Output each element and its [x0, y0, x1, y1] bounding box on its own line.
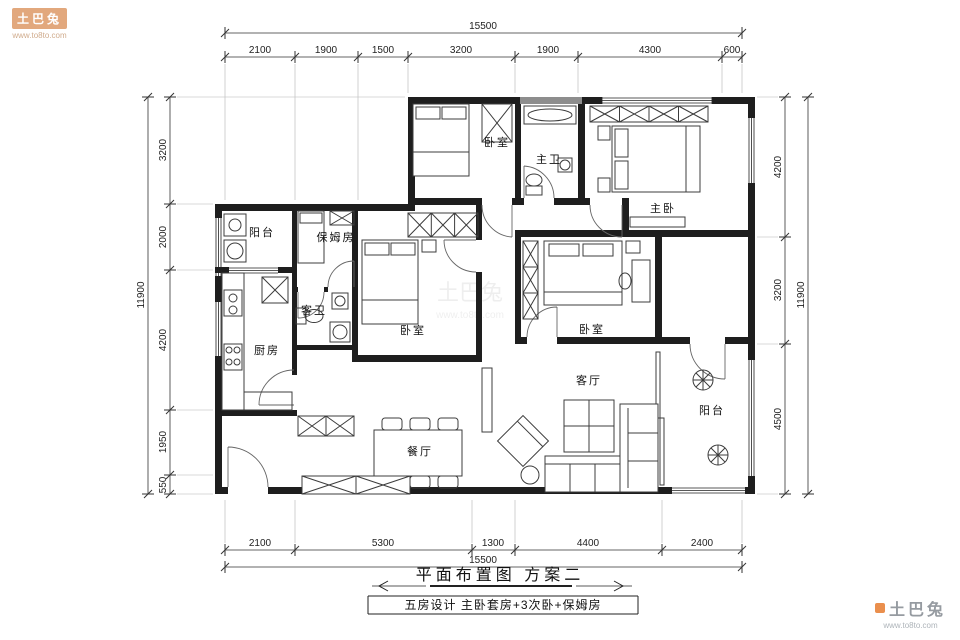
center-watermark: 土巴兔 www.to8to.com [435, 280, 504, 321]
dim-bottom-1: 5300 [372, 538, 395, 549]
dim-left-3: 1950 [158, 430, 169, 453]
room-label-dining: 餐厅 [407, 444, 433, 458]
furniture-kitchen [221, 272, 293, 411]
furniture-master-bath [523, 105, 577, 196]
to8to-logo-top-left: 土巴兔 www.to8to.com [12, 8, 68, 40]
dimensions-left: 11900 3200 2000 4200 1950 550 [136, 92, 177, 499]
room-label-living: 客厅 [576, 373, 602, 387]
dim-left-2: 4200 [158, 328, 169, 351]
dim-top-6: 600 [724, 45, 741, 56]
dimensions-bottom: 2100 5300 1300 4400 2400 15500 [220, 538, 747, 574]
room-label-bedroom-center: 卧室 [400, 323, 426, 337]
room-label-master-bath: 主卫 [536, 153, 562, 166]
dim-top-1: 1900 [315, 45, 338, 56]
watermark-brand-text: 土巴兔 [437, 280, 503, 305]
dim-left-4: 550 [158, 476, 169, 493]
to8to-logo-bottom-right: 土巴兔 www.to8to.com [874, 596, 946, 630]
bedroom-right-door [526, 306, 558, 338]
dimensions-top: 15500 2100 1900 1500 3200 1900 4300 600 [220, 21, 747, 64]
kitchen-door [258, 369, 295, 406]
to8to-brand: 土巴兔 [12, 8, 68, 29]
balcony-door [689, 343, 726, 380]
dim-left-0: 3200 [158, 138, 169, 161]
dim-bottom-4: 2400 [691, 538, 714, 549]
furniture-bedroom-center [361, 212, 479, 325]
entry-door [227, 446, 269, 488]
furniture-living-room [481, 367, 659, 493]
master-bath-door [523, 165, 555, 199]
room-label-balcony-left: 阳台 [249, 225, 275, 239]
dim-right-2: 4500 [773, 407, 784, 430]
to8to-url: www.to8to.com [12, 31, 67, 40]
drawing-subtitle: 五房设计 主卧套房+3次卧+保姆房 [404, 597, 601, 612]
dim-top-3: 3200 [450, 45, 473, 56]
left-arrow-icon [377, 580, 389, 592]
dim-right-1: 3200 [773, 278, 784, 301]
bedroom-center-door [443, 239, 477, 273]
dim-top-5: 4300 [639, 45, 662, 56]
dimensions-right: 4200 3200 4500 11900 [773, 92, 815, 499]
room-label-guest-bath: 客卫 [301, 303, 327, 317]
dim-top-total: 15500 [469, 21, 497, 32]
to8to-url: www.to8to.com [883, 621, 938, 630]
bedroom-top-door [481, 204, 513, 238]
room-label-balcony-right: 阳台 [699, 403, 725, 417]
dim-bottom-3: 4400 [577, 538, 600, 549]
furniture-balcony-left [223, 213, 247, 263]
dim-top-4: 1900 [537, 45, 560, 56]
guest-bath-door [297, 291, 325, 319]
room-label-nanny: 保姆房 [317, 230, 356, 244]
furniture-dining-room [297, 415, 463, 495]
extension-lines [177, 64, 778, 543]
furniture-nanny-room [297, 210, 355, 264]
dim-top-2: 1500 [372, 45, 395, 56]
room-label-bedroom-right: 卧室 [579, 322, 605, 336]
to8to-brand: 土巴兔 [888, 602, 946, 619]
dim-right-0: 4200 [773, 155, 784, 178]
title-block: 平面布置图 方案二 五房设计 主卧套房+3次卧+保姆房 [367, 566, 639, 615]
dim-top-0: 2100 [249, 45, 272, 56]
to8to-logo-mark-icon [874, 603, 885, 613]
dim-bottom-0: 2100 [249, 538, 272, 549]
right-arrow-icon [613, 580, 625, 592]
room-label-kitchen: 厨房 [254, 344, 280, 357]
furniture-bedroom-top [412, 103, 513, 177]
room-labels: 阳台 保姆房 卧室 主卫 主卧 客卫 厨房 卧室 卧室 客厅 阳台 餐厅 [249, 135, 725, 458]
room-label-bedroom-top: 卧室 [484, 135, 510, 149]
walls [215, 97, 755, 494]
watermark-url-text: www.to8to.com [435, 310, 504, 321]
dim-left-1: 2000 [158, 225, 169, 248]
dim-bottom-2: 1300 [482, 538, 505, 549]
master-bedroom-door [589, 204, 623, 238]
furniture-balcony-right [692, 369, 729, 466]
dim-bottom-total: 15500 [469, 555, 497, 566]
drawing-title: 平面布置图 方案二 [416, 566, 584, 584]
furniture-master-bedroom [589, 105, 709, 228]
dim-left-total: 11900 [136, 281, 147, 309]
furniture-guest-bath [295, 292, 351, 343]
nanny-room-door [327, 260, 355, 288]
furniture-bedroom-right [522, 240, 651, 320]
dim-right-total: 11900 [796, 281, 807, 309]
room-label-master-bedroom: 主卧 [650, 202, 676, 215]
sliding-door-panel [659, 417, 665, 486]
